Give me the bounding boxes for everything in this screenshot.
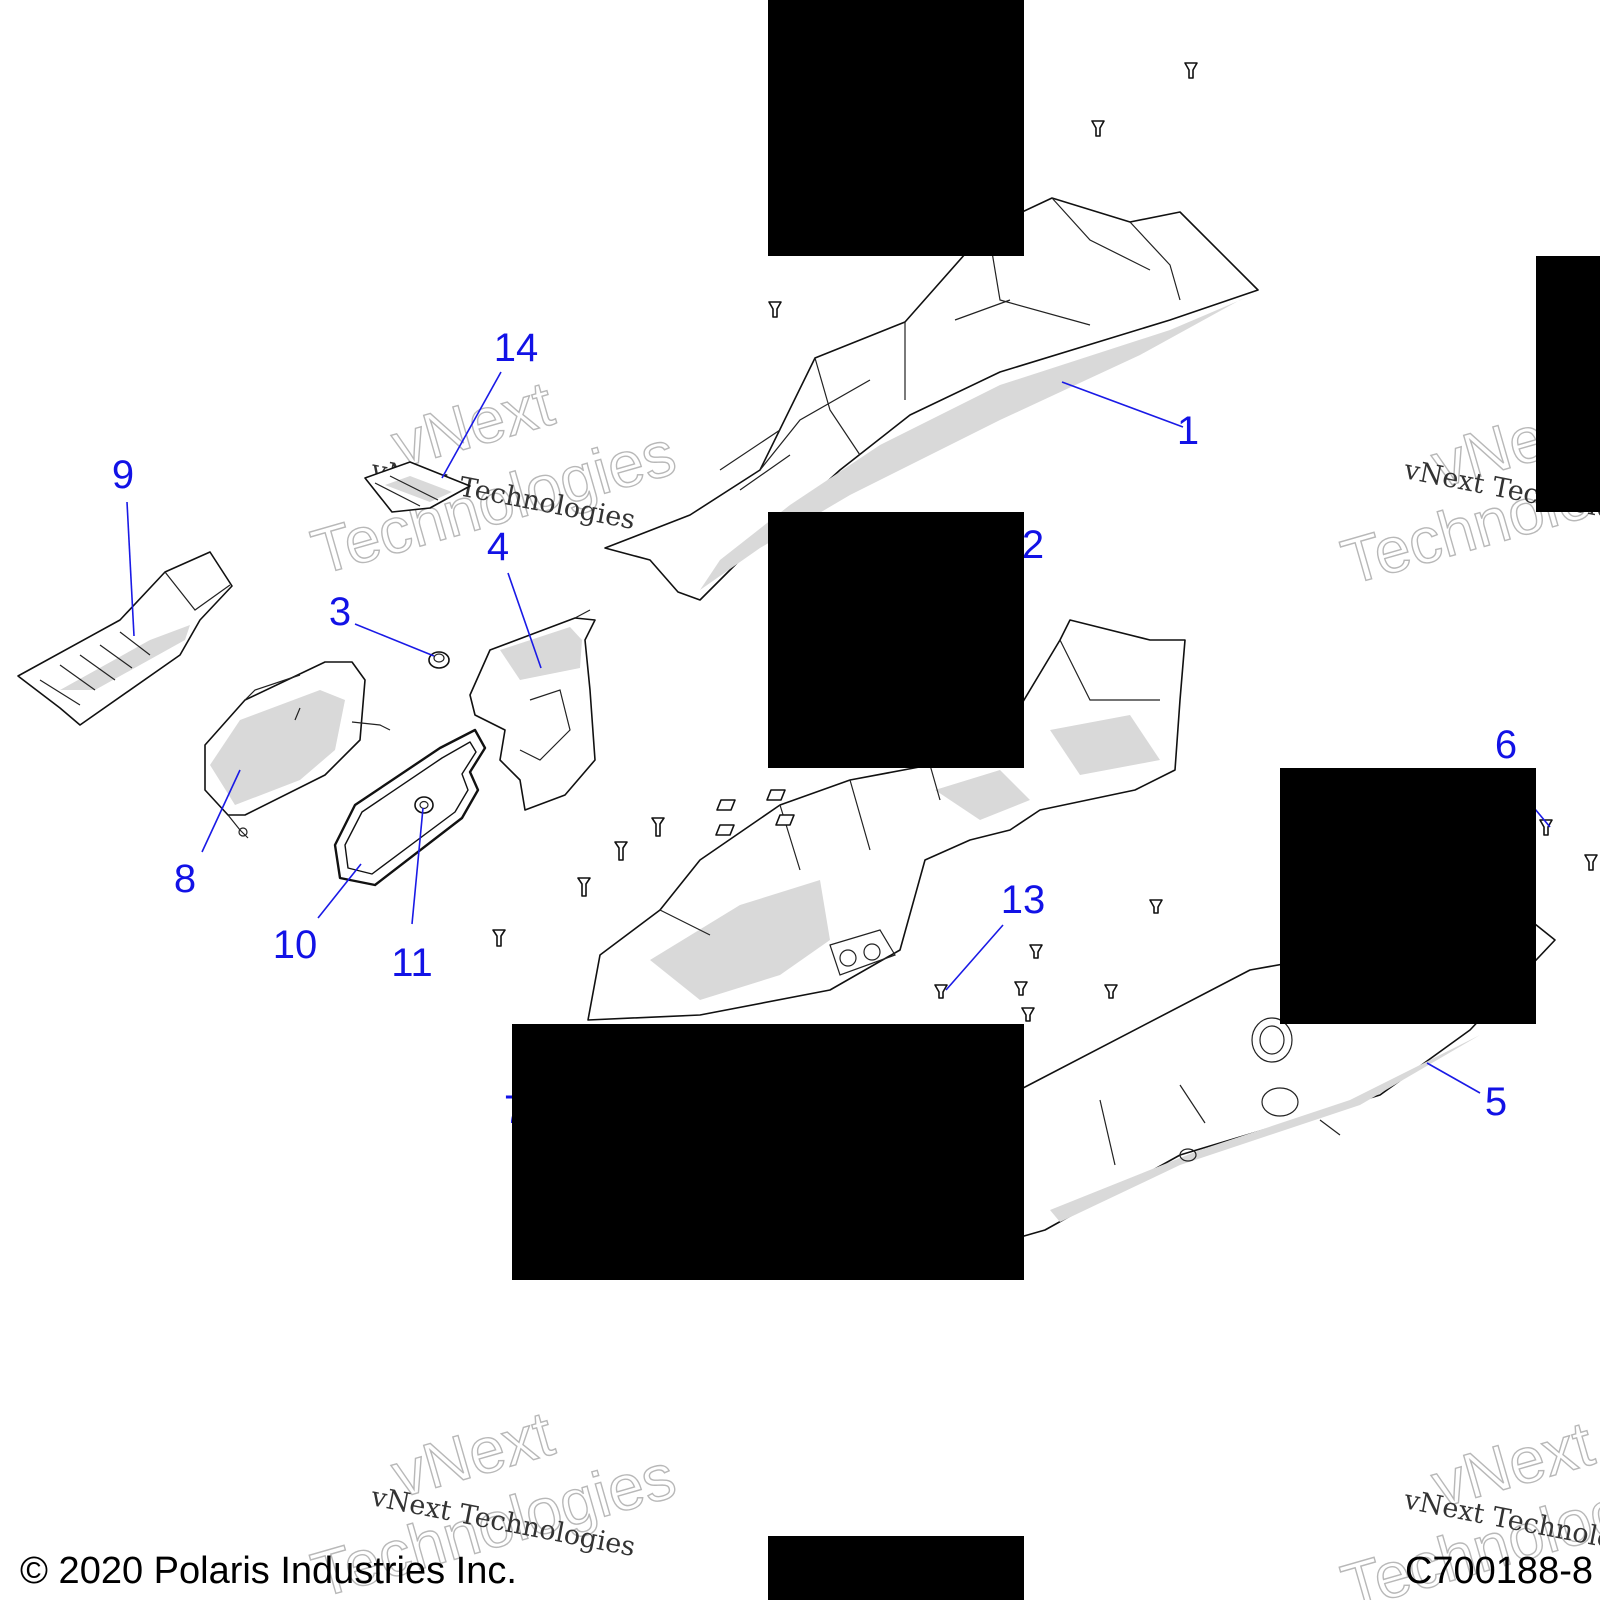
- part-glove-box-bin: [469, 609, 596, 811]
- copyright-notice: © 2020 Polaris Industries Inc.: [20, 1550, 517, 1592]
- part-vent-duct: [17, 551, 233, 726]
- figure-code: C700188-8: [1405, 1550, 1593, 1592]
- part-lower-dash: [587, 619, 1186, 1021]
- clip-square: [716, 799, 736, 811]
- clip-fastener: [934, 984, 948, 999]
- leader-lines: [126, 371, 1551, 1094]
- callouts: 1 2 3 4 5 6 7 8 9 10 11 13 14: [112, 326, 1517, 1132]
- callout-4: 4: [487, 525, 509, 569]
- leader-9: [126, 501, 135, 637]
- leader-13: [945, 924, 1004, 991]
- part-gasket: [333, 728, 487, 887]
- callout-14: 14: [494, 326, 539, 370]
- leader-1: [1061, 381, 1184, 428]
- clip-fastener: [1091, 120, 1105, 137]
- callout-1: 1: [1177, 409, 1199, 453]
- clip-fastener: [1029, 944, 1043, 959]
- screw-fastener: [614, 841, 628, 861]
- callout-8: 8: [174, 857, 196, 901]
- callout-3: 3: [329, 590, 351, 634]
- clip-square: [766, 789, 786, 801]
- clip-fastener: [1539, 819, 1553, 836]
- leader-10: [317, 863, 362, 919]
- clip-fastener: [1584, 854, 1598, 871]
- screw-fastener: [492, 929, 506, 947]
- part-glove-box-door: [204, 661, 391, 839]
- leader-5: [1426, 1062, 1481, 1094]
- callout-10: 10: [273, 923, 318, 967]
- clip-fastener: [1184, 62, 1198, 79]
- redaction-block: [1536, 256, 1600, 512]
- callout-6: 6: [1495, 723, 1517, 767]
- part-grommet: [414, 796, 434, 814]
- leader-11: [411, 807, 424, 925]
- clip-fastener: [1021, 1007, 1035, 1022]
- clip-fastener: [1104, 984, 1118, 999]
- redaction-block: [512, 1024, 1024, 1280]
- redaction-block: [768, 1536, 1024, 1600]
- callout-9: 9: [112, 453, 134, 497]
- clip-fastener: [1149, 899, 1163, 914]
- redaction-blocks: [512, 0, 1600, 1600]
- clip-square: [775, 814, 795, 826]
- screw-fastener: [577, 877, 591, 897]
- part-small-grille: [364, 461, 471, 513]
- leader-14: [441, 371, 502, 479]
- callout-11: 11: [391, 941, 433, 985]
- leader-4: [507, 572, 542, 669]
- callout-2: 2: [1022, 523, 1044, 567]
- screw-fastener: [651, 817, 665, 837]
- fasteners: [492, 62, 1598, 1022]
- callout-13: 13: [1001, 878, 1046, 922]
- clip-fastener: [768, 301, 782, 318]
- redaction-block: [1280, 768, 1536, 1024]
- clip-square: [715, 824, 735, 836]
- footer: © 2020 Polaris Industries Inc. C700188-8: [20, 1550, 1593, 1592]
- clip-fastener: [1014, 981, 1028, 996]
- leader-3: [354, 623, 435, 657]
- redaction-block: [768, 0, 1024, 256]
- redaction-block: [768, 512, 1024, 768]
- leader-8: [201, 769, 241, 853]
- part-upper-dash-panel: [604, 197, 1259, 601]
- callout-5: 5: [1485, 1080, 1507, 1124]
